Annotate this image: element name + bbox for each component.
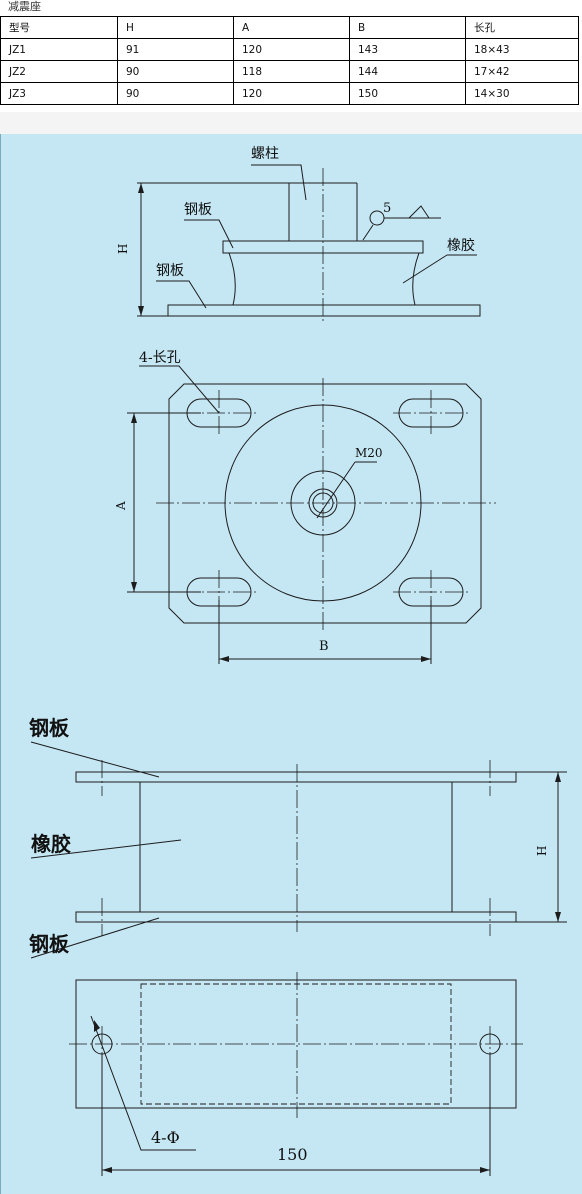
table-cell: 18×43 — [465, 38, 579, 61]
bottom-plan-view: 4-Φ 150 — [69, 972, 523, 1176]
table-cell: JZ1 — [0, 38, 118, 61]
table-row: JZ2 90 118 144 17×42 — [0, 60, 579, 83]
label-holes: 4-Φ — [151, 1128, 180, 1147]
header-cell: 型号 — [0, 16, 118, 39]
spec-table: 型号 H A B 长孔 JZ1 91 120 143 18×43 JZ2 90 … — [0, 16, 579, 105]
dim-a-label: A — [114, 501, 128, 511]
spacer — [0, 112, 582, 134]
plan-view: 4-长孔 M20 A B — [114, 350, 496, 664]
dim-150-label: 150 — [277, 1145, 308, 1164]
drawing-svg: H 螺柱 钢板 钢板 橡胶 5 4-长孔 M20 — [29, 146, 567, 1176]
label-steel-top: 钢板 — [184, 202, 212, 218]
header-cell: 长孔 — [465, 16, 579, 39]
label-steel-2a: 钢板 — [29, 716, 70, 740]
table-header-row: 型号 H A B 长孔 — [0, 16, 579, 39]
label-steel-bottom: 钢板 — [156, 263, 184, 279]
technical-drawing: H 螺柱 钢板 钢板 橡胶 5 4-长孔 M20 — [0, 134, 582, 1194]
header-cell: B — [349, 16, 466, 39]
table-cell: 17×42 — [465, 60, 579, 83]
front-elevation-view: H 钢板 橡胶 钢板 — [29, 716, 567, 959]
table-caption: 减震座 — [8, 0, 41, 13]
table-cell: 120 — [233, 38, 350, 61]
table-cell: 91 — [117, 38, 234, 61]
table-cell: 150 — [349, 82, 466, 105]
dim-b-label: B — [319, 639, 329, 654]
table-row: JZ1 91 120 143 18×43 — [0, 38, 579, 61]
label-bolt: 螺柱 — [251, 146, 279, 162]
table-cell: 144 — [349, 60, 466, 83]
table-cell: JZ3 — [0, 82, 118, 105]
table-row: JZ3 90 120 150 14×30 — [0, 82, 579, 105]
table-cell: 143 — [349, 38, 466, 61]
label-rubber: 橡胶 — [447, 237, 475, 254]
dim-h-label: H — [116, 244, 130, 254]
table-cell: 118 — [233, 60, 350, 83]
dim-h2-label: H — [535, 846, 549, 856]
label-rubber-2: 橡胶 — [31, 832, 71, 856]
table-cell: 90 — [117, 82, 234, 105]
table-cell: 14×30 — [465, 82, 579, 105]
side-elevation-view: H 螺柱 钢板 钢板 橡胶 5 — [116, 146, 481, 322]
header-cell: A — [233, 16, 350, 39]
label-slots: 4-长孔 — [139, 350, 181, 366]
label-m20: M20 — [355, 446, 383, 460]
table-cell: JZ2 — [0, 60, 118, 83]
header-cell: H — [117, 16, 234, 39]
weld-size: 5 — [383, 201, 391, 216]
table-cell: 90 — [117, 60, 234, 83]
table-cell: 120 — [233, 82, 350, 105]
label-steel-2b: 钢板 — [29, 932, 70, 956]
